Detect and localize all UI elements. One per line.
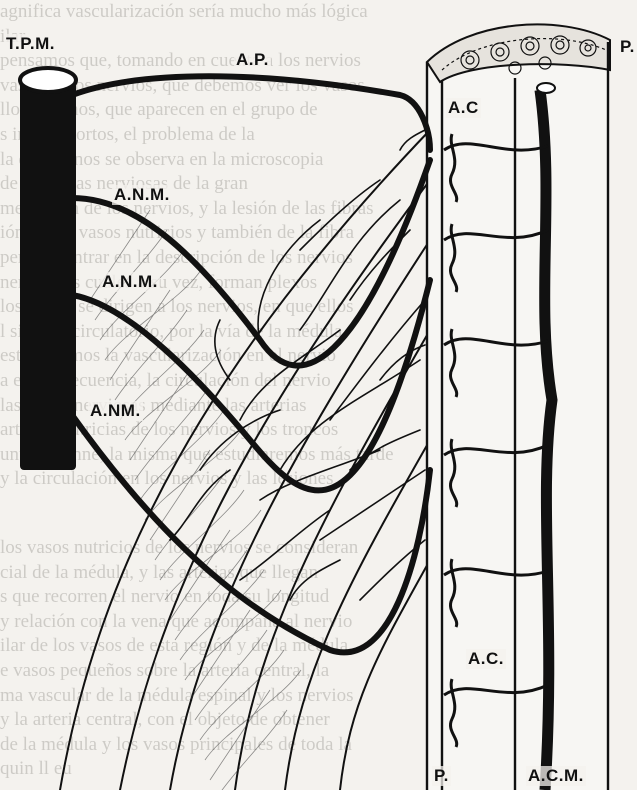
fascicle-striation: [210, 690, 270, 780]
vessel-ramification: [240, 330, 340, 420]
fascicle-striation: [190, 610, 250, 700]
label-anm-3: A.NM.: [88, 401, 143, 421]
vessel-ramification: [330, 300, 425, 420]
fascicle-striation: [195, 630, 267, 720]
label-ac-bottom: A.C.: [466, 649, 506, 669]
label-tpm: T.P.M.: [4, 34, 57, 54]
fascicle-striation: [200, 650, 284, 740]
fascicle-striations: [90, 210, 301, 790]
tpm-trunk-lumen: [20, 68, 76, 92]
label-anm-2: A.N.M.: [100, 272, 160, 292]
fascicle-striation: [110, 290, 170, 380]
nerve-fascicles: [60, 130, 430, 790]
artery-ap: [72, 76, 430, 150]
vessel-ramification: [240, 510, 330, 580]
fascicle-striation: [135, 390, 207, 480]
label-acm: A.C.M.: [526, 766, 586, 786]
label-ap: A.P.: [234, 50, 271, 70]
vessel-ramification: [320, 470, 425, 540]
label-p-bottom: P.: [432, 766, 451, 786]
label-p-top: P.: [618, 37, 637, 57]
vessel-ramification: [300, 180, 380, 250]
tpm-trunk: [20, 80, 76, 470]
acm-vessel-lumen: [537, 83, 555, 93]
spinal-cord-segment: [427, 24, 610, 790]
fascicle-striation: [115, 310, 187, 400]
fascicle-striation: [215, 710, 287, 790]
vessel-ramification: [215, 320, 230, 380]
label-ac-top: A.C: [446, 98, 481, 118]
fascicle-striation: [100, 250, 184, 340]
label-anm-1: A.N.M.: [112, 185, 172, 205]
